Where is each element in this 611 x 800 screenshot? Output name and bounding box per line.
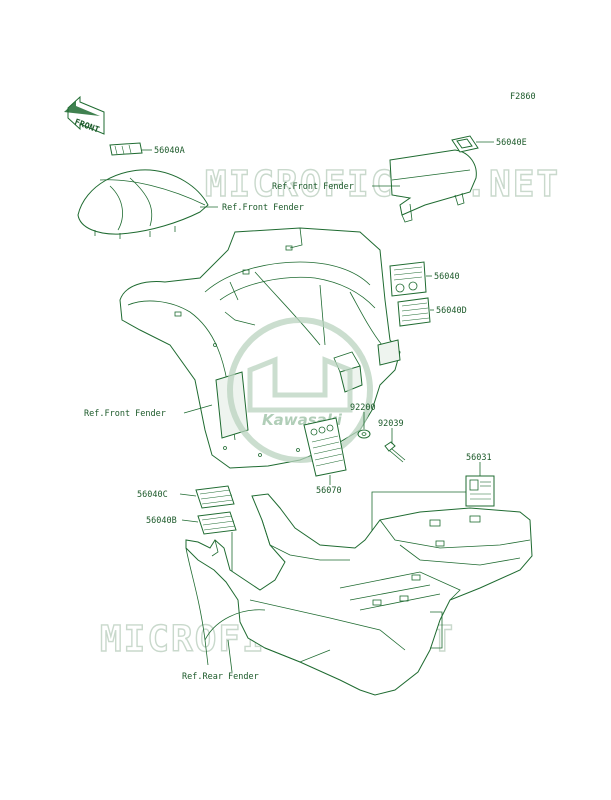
label-92039: 92039 [378,419,404,429]
figure-code: F2860 [510,92,536,102]
decal-56040b [197,511,237,535]
decal-56070 [303,417,347,477]
washer-92200 [357,429,371,439]
leader-ref-front-fender-3 [183,404,213,414]
label-ref-front-fender-2: Ref.Front Fender [272,182,354,192]
label-56031: 56031 [466,453,492,463]
front-fender-right-piece [389,149,477,223]
label-56040b: 56040B [146,516,177,526]
decal-56040c [195,485,235,509]
label-56040a: 56040A [154,146,185,156]
label-92200: 92200 [350,403,376,413]
decal-56031 [465,475,495,507]
decal-56040e [451,135,479,153]
label-56040d: 56040D [436,306,467,316]
leader-56040b [181,519,199,523]
front-fender-left-piece [77,169,209,239]
leader-ref-rear-fender [227,639,233,673]
label-56040c: 56040C [137,490,168,500]
watermark-top: MICROFICHES.NET [205,164,560,205]
label-ref-front-fender-1: Ref.Front Fender [222,203,304,213]
label-56040e: 56040E [496,138,527,148]
label-ref-rear-fender: Ref.Rear Fender [182,672,259,682]
bolt-92039 [384,441,406,463]
decal-56040a [109,142,143,156]
rear-fender-main [185,493,533,696]
label-ref-front-fender-3: Ref.Front Fender [84,409,166,419]
label-56070: 56070 [316,486,342,496]
decal-56040d [397,297,431,327]
label-56040: 56040 [434,272,460,282]
decal-56040 [389,261,427,297]
front-arrow-icon: FRONT [64,95,105,136]
leader-56040c [179,493,197,497]
